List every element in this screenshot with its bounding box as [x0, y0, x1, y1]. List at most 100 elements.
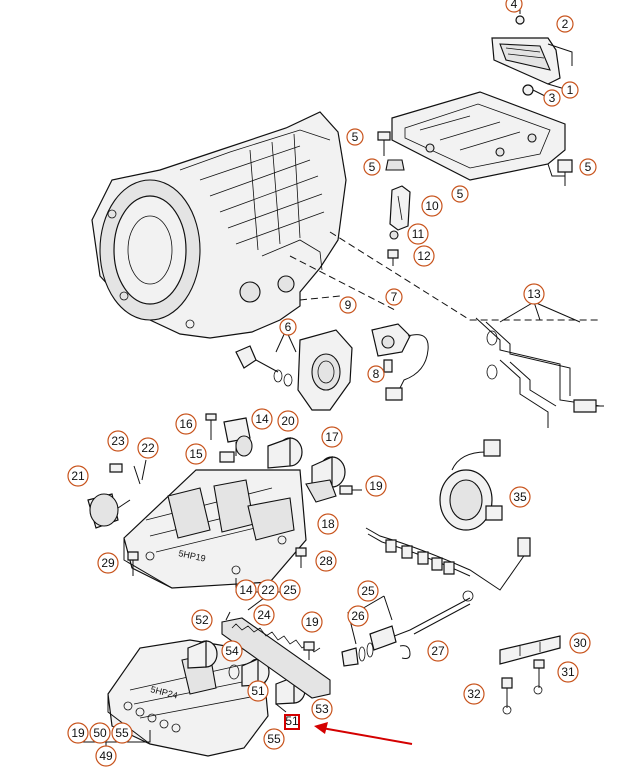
callout-circle [137, 437, 159, 459]
callout-circle [523, 283, 545, 305]
callout-circle [107, 430, 129, 452]
callout-17: 17 [321, 426, 343, 448]
callout-circle [97, 552, 119, 574]
callout-51: 51 [247, 680, 269, 702]
callout-25: 25 [357, 580, 379, 602]
callout-label: 5 [585, 160, 592, 174]
callout-circle [421, 195, 443, 217]
callout-label: 27 [431, 644, 445, 658]
callout-13: 13 [523, 283, 545, 305]
callout-55: 55 [263, 728, 285, 750]
callout-14: 14 [251, 408, 273, 430]
callout-circle [357, 580, 379, 602]
pressure-solenoid-35 [439, 439, 503, 531]
callout-label: 32 [467, 687, 481, 701]
callout-label: 5 [369, 160, 376, 174]
callout-circle [221, 640, 243, 662]
callout-circle [346, 128, 364, 146]
callout-label: 19 [305, 615, 319, 629]
callout-label: 14 [255, 412, 269, 426]
callout-circle [67, 722, 89, 744]
callout-label: 24 [257, 608, 271, 622]
callout-circle [111, 722, 133, 744]
pressure-regulator-21 [87, 459, 147, 529]
callout-circle [301, 611, 323, 633]
callout-circle [253, 604, 275, 626]
callout-21: 21 [67, 465, 89, 487]
callout-label: 51 [251, 684, 265, 698]
callout-circle [263, 728, 285, 750]
callout-circle [561, 81, 579, 99]
callout-53: 53 [311, 698, 333, 720]
callout-circle [251, 408, 273, 430]
callout-7: 7 [385, 288, 403, 306]
callout-label: 50 [93, 726, 107, 740]
callout-6: 6 [279, 318, 297, 336]
screws-group-5 [377, 131, 573, 186]
callout-circle [579, 158, 597, 176]
callout-51: 51 [285, 714, 299, 728]
callout-label: 29 [101, 556, 115, 570]
callout-circle [367, 365, 385, 383]
callout-24: 24 [253, 604, 275, 626]
bracket-10-and-screws [387, 185, 411, 266]
callout-52: 52 [191, 609, 213, 631]
callout-circle [407, 223, 429, 245]
callout-circle [385, 288, 403, 306]
callout-label: 54 [225, 644, 239, 658]
callout-circle [365, 475, 387, 497]
callout-circle [427, 640, 449, 662]
callout-label: 11 [412, 227, 425, 241]
mounting-plate [391, 91, 566, 181]
callout-22: 22 [257, 579, 279, 601]
callout-circle [279, 579, 301, 601]
bracket-30-31-32 [499, 635, 561, 715]
callout-label: 7 [391, 290, 398, 304]
callout-label: 30 [573, 636, 587, 650]
callout-label: 4 [511, 0, 518, 11]
callout-label: 23 [111, 434, 125, 448]
callout-circle [557, 661, 579, 683]
callout-49: 49 [95, 745, 117, 767]
callout-8: 8 [367, 365, 385, 383]
callout-1: 1 [561, 81, 579, 99]
callout-label: 12 [417, 249, 431, 263]
callout-circle [321, 426, 343, 448]
callout-label: 10 [425, 199, 439, 213]
callout-label: 9 [345, 298, 352, 312]
callout-22: 22 [137, 437, 159, 459]
callout-circle [257, 579, 279, 601]
callout-26: 26 [347, 605, 369, 627]
oil-cooler-pipes-13 [475, 317, 604, 428]
callout-5: 5 [363, 158, 381, 176]
callout-4: 4 [505, 0, 523, 13]
callout-3: 3 [543, 89, 561, 107]
callout-circle [413, 245, 435, 267]
callout-label: 52 [195, 613, 209, 627]
callout-10: 10 [421, 195, 443, 217]
callout-label: 5 [457, 187, 464, 201]
callout-label: 31 [561, 665, 575, 679]
callout-11: 11 [407, 223, 429, 245]
callout-19: 19 [67, 722, 89, 744]
callout-circle [339, 296, 357, 314]
callout-circle [543, 89, 561, 107]
callout-5: 5 [579, 158, 597, 176]
callout-circle [463, 683, 485, 705]
speed-sensor-7 [371, 323, 429, 401]
callout-label: 25 [361, 584, 375, 598]
callout-label: 26 [351, 609, 365, 623]
callout-9: 9 [339, 296, 357, 314]
callout-30: 30 [569, 632, 591, 654]
callout-circle [279, 318, 297, 336]
callout-label: 1 [567, 83, 574, 97]
callout-circle [363, 158, 381, 176]
gasket-53 [221, 617, 331, 699]
callout-19: 19 [365, 475, 387, 497]
callout-55: 55 [111, 722, 133, 744]
valve-body-upper: 5HP19 [123, 469, 307, 593]
callout-label: 5 [352, 130, 359, 144]
